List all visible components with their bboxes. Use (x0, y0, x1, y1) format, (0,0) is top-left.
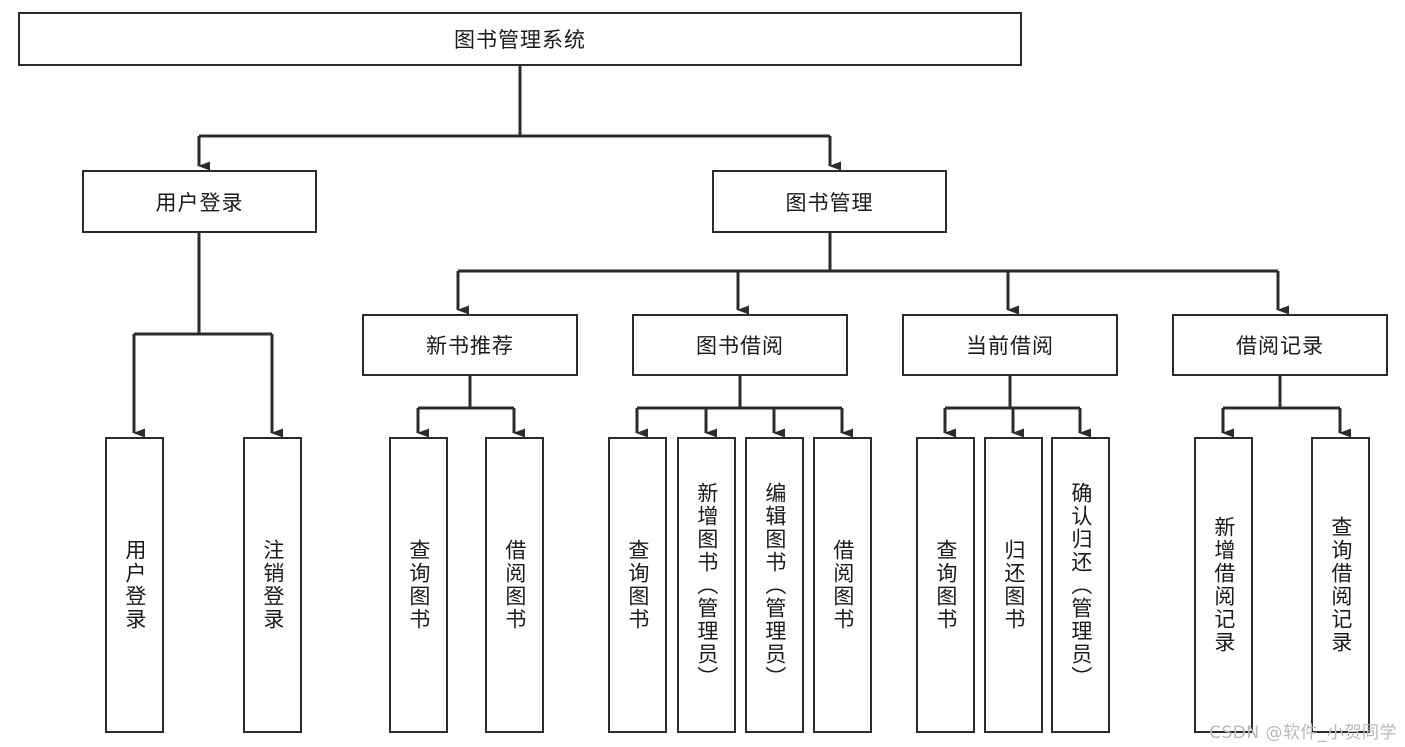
node-leaf-borrow-book-1[interactable]: 借阅图书 (485, 437, 544, 733)
node-book-manage-label: 图书管理 (785, 190, 874, 215)
node-leaf-edit-book[interactable]: 编辑图书（管理员） (745, 437, 804, 733)
node-root-label: 图书管理系统 (454, 28, 586, 52)
node-current-borrow[interactable]: 当前借阅 (902, 314, 1118, 376)
node-leaf-query-record-label: 查询借阅记录 (1328, 516, 1353, 654)
node-new-book-rec-label: 新书推荐 (426, 334, 514, 358)
node-book-manage[interactable]: 图书管理 (712, 170, 947, 233)
node-root[interactable]: 图书管理系统 (18, 12, 1022, 66)
node-leaf-query-book-2-label: 查询图书 (625, 539, 650, 631)
node-leaf-confirm-return[interactable]: 确认归还（管理员） (1051, 437, 1110, 733)
node-leaf-add-record-label: 新增借阅记录 (1211, 516, 1236, 654)
node-leaf-borrow-book-2-label: 借阅图书 (830, 539, 855, 631)
node-leaf-query-book-2[interactable]: 查询图书 (608, 437, 667, 733)
node-leaf-user-logout-label: 注销登录 (260, 539, 285, 631)
node-leaf-user-login-label: 用户登录 (122, 539, 147, 631)
node-leaf-query-book-3-label: 查询图书 (933, 539, 958, 631)
node-book-borrow-label: 图书借阅 (696, 334, 784, 358)
node-leaf-user-login[interactable]: 用户登录 (105, 437, 164, 733)
node-leaf-borrow-book-2[interactable]: 借阅图书 (813, 437, 872, 733)
node-leaf-return-book[interactable]: 归还图书 (984, 437, 1043, 733)
node-leaf-edit-book-label: 编辑图书（管理员） (762, 481, 787, 689)
watermark: CSDN @软件_小贺同学 (1209, 723, 1397, 743)
node-leaf-add-record[interactable]: 新增借阅记录 (1194, 437, 1253, 733)
node-leaf-query-book-3[interactable]: 查询图书 (916, 437, 975, 733)
node-book-borrow[interactable]: 图书借阅 (632, 314, 848, 376)
node-user-login[interactable]: 用户登录 (82, 170, 317, 233)
node-leaf-borrow-book-1-label: 借阅图书 (502, 539, 527, 631)
node-leaf-return-book-label: 归还图书 (1001, 539, 1026, 631)
node-leaf-add-book[interactable]: 新增图书（管理员） (677, 437, 736, 733)
node-user-login-label: 用户登录 (155, 190, 244, 215)
node-leaf-query-book-1[interactable]: 查询图书 (389, 437, 448, 733)
node-borrow-record-label: 借阅记录 (1236, 334, 1324, 358)
node-current-borrow-label: 当前借阅 (966, 334, 1054, 358)
node-leaf-confirm-return-label: 确认归还（管理员） (1068, 481, 1093, 689)
node-new-book-rec[interactable]: 新书推荐 (362, 314, 578, 376)
node-borrow-record[interactable]: 借阅记录 (1172, 314, 1388, 376)
node-leaf-user-logout[interactable]: 注销登录 (243, 437, 302, 733)
node-leaf-query-record[interactable]: 查询借阅记录 (1311, 437, 1370, 733)
node-leaf-query-book-1-label: 查询图书 (406, 539, 431, 631)
node-leaf-add-book-label: 新增图书（管理员） (694, 481, 719, 689)
